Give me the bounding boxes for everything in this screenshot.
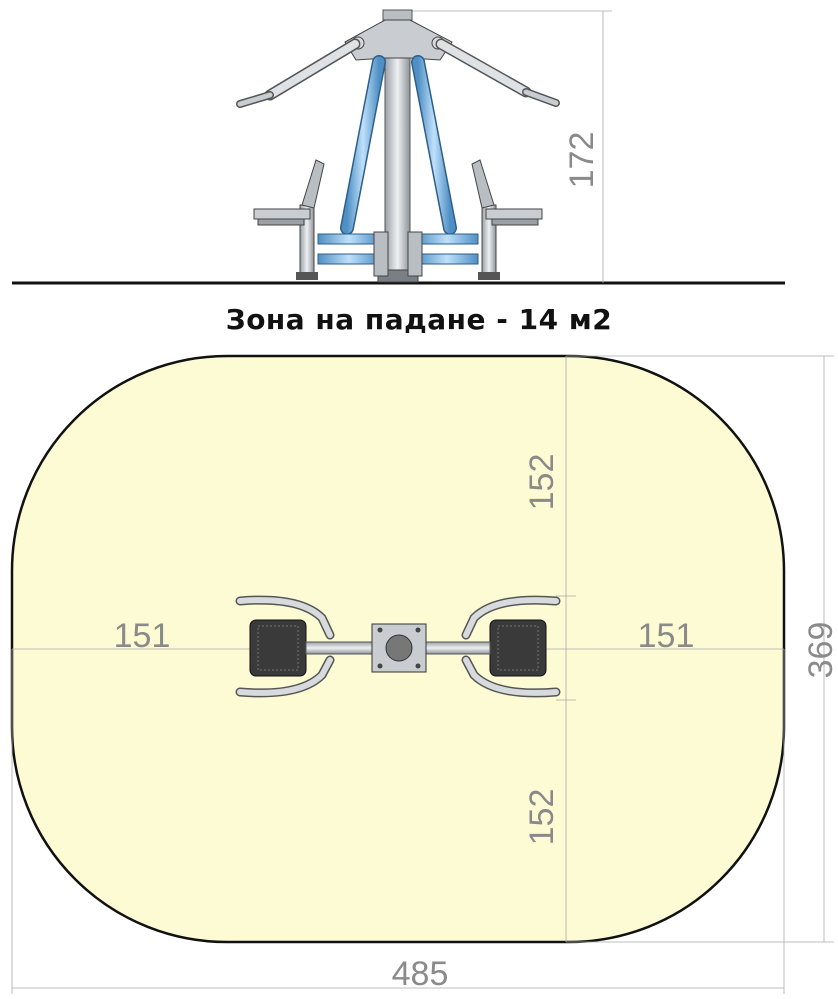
total-width-label: 485: [392, 955, 449, 993]
left-lever: [340, 55, 386, 235]
zone-title: Зона на падане - 14 м2: [225, 303, 613, 336]
left-seat: [253, 159, 325, 280]
top-plate: [344, 19, 453, 61]
bottom-radius-label: 152: [523, 789, 561, 846]
central-post: [384, 17, 411, 283]
side-view: 172: [12, 9, 785, 285]
right-lever: [411, 55, 457, 235]
equipment-top-view: [235, 595, 561, 698]
left-arm: [236, 38, 361, 108]
right-width-label: 151: [638, 617, 695, 655]
top-radius-label: 152: [523, 454, 561, 511]
height-label: 172: [563, 132, 601, 189]
right-arm: [435, 38, 560, 107]
total-height-label: 369: [802, 622, 838, 679]
post-cap: [382, 9, 413, 21]
right-seat: [471, 159, 543, 280]
horizontal-bars: [317, 231, 479, 277]
left-width-label: 151: [114, 617, 171, 655]
plan-view: 152 152 151 151 369 485: [10, 354, 838, 994]
